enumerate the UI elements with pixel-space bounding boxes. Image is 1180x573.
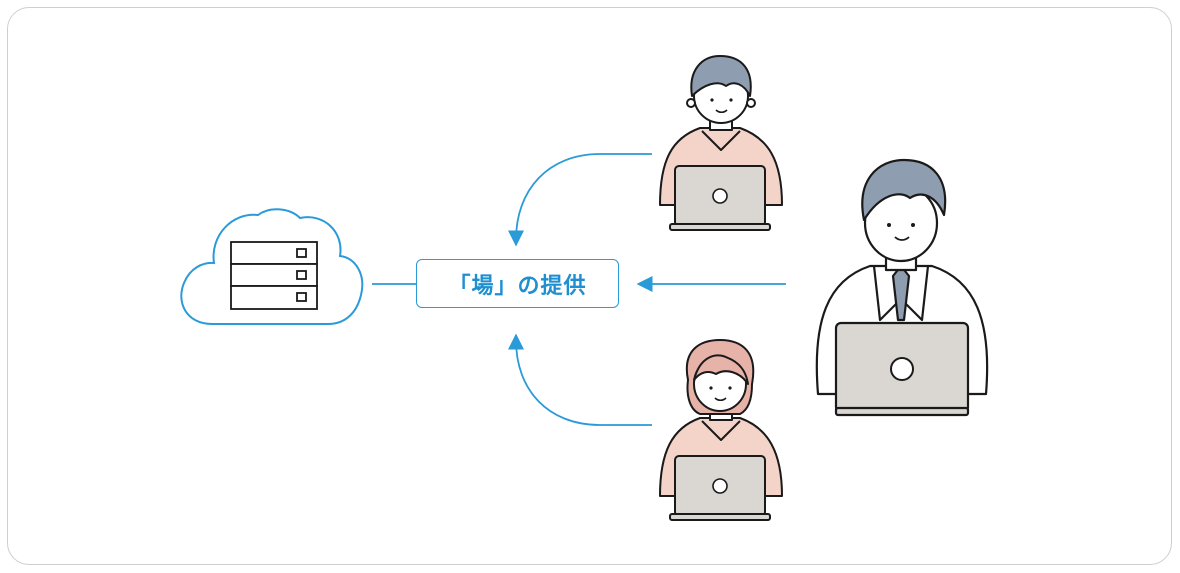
server-rack-icon [230, 241, 318, 310]
person-laptop-icon [659, 55, 783, 231]
cloud-server-icon [180, 208, 364, 325]
arrow-top [507, 153, 652, 247]
arrow-bottom [507, 333, 652, 426]
woman-laptop-icon [659, 339, 783, 521]
businessman-laptop-icon [815, 158, 989, 417]
center-label-text: 「場」の提供 [448, 273, 587, 299]
center-label: 「場」の提供 [416, 259, 619, 308]
